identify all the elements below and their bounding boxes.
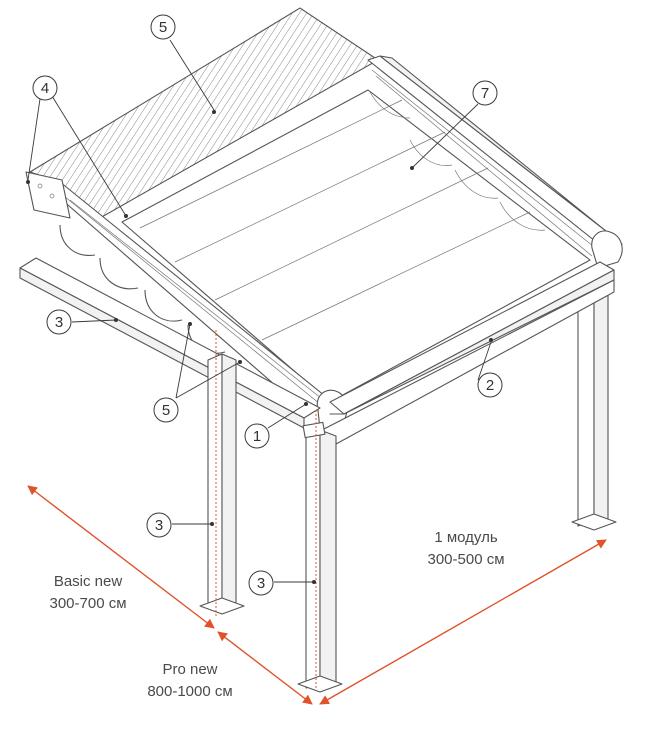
module-label-line2: 300-500 см	[427, 551, 504, 568]
svg-text:3: 3	[55, 314, 63, 331]
pro-label-line2: 800-1000 см	[147, 683, 232, 700]
callouts: 5 4 7 3 2	[26, 14, 503, 596]
dimension-arrows	[27, 485, 607, 705]
module-label-line1: 1 модуль	[434, 529, 498, 546]
callout-7: 7	[410, 80, 498, 170]
dimension-labels: Basic new 300-700 см Pro new 800-1000 см…	[49, 529, 504, 700]
svg-text:5: 5	[159, 19, 167, 36]
fabric-rolls	[139, 91, 546, 341]
basic-label-line1: Basic new	[54, 573, 123, 590]
callout-4: 4	[26, 75, 128, 218]
svg-text:7: 7	[481, 85, 489, 102]
svg-text:4: 4	[41, 80, 49, 97]
pro-width-arrow	[217, 631, 313, 705]
pro-label-line1: Pro new	[162, 661, 217, 678]
callout-3-gutter: 3	[46, 309, 118, 335]
callout-3-left-post: 3	[146, 512, 214, 538]
callout-3-corner-post: 3	[248, 570, 316, 596]
svg-text:5: 5	[162, 402, 170, 419]
fabric-roof	[121, 89, 591, 403]
svg-text:2: 2	[486, 377, 494, 394]
svg-text:3: 3	[257, 575, 265, 592]
callout-1: 1	[244, 402, 308, 449]
module-depth-arrow	[319, 539, 607, 705]
callout-5-lower: 5	[153, 322, 242, 423]
basic-width-arrow	[27, 485, 215, 629]
callout-5-top: 5	[150, 14, 216, 114]
basic-label-line2: 300-700 см	[49, 595, 126, 612]
front-corner-post	[297, 421, 343, 693]
callout-2: 2	[477, 338, 503, 398]
pergola-structure	[19, 7, 623, 693]
back-right-post	[571, 283, 617, 531]
svg-text:1: 1	[253, 428, 261, 445]
svg-text:3: 3	[155, 517, 163, 534]
